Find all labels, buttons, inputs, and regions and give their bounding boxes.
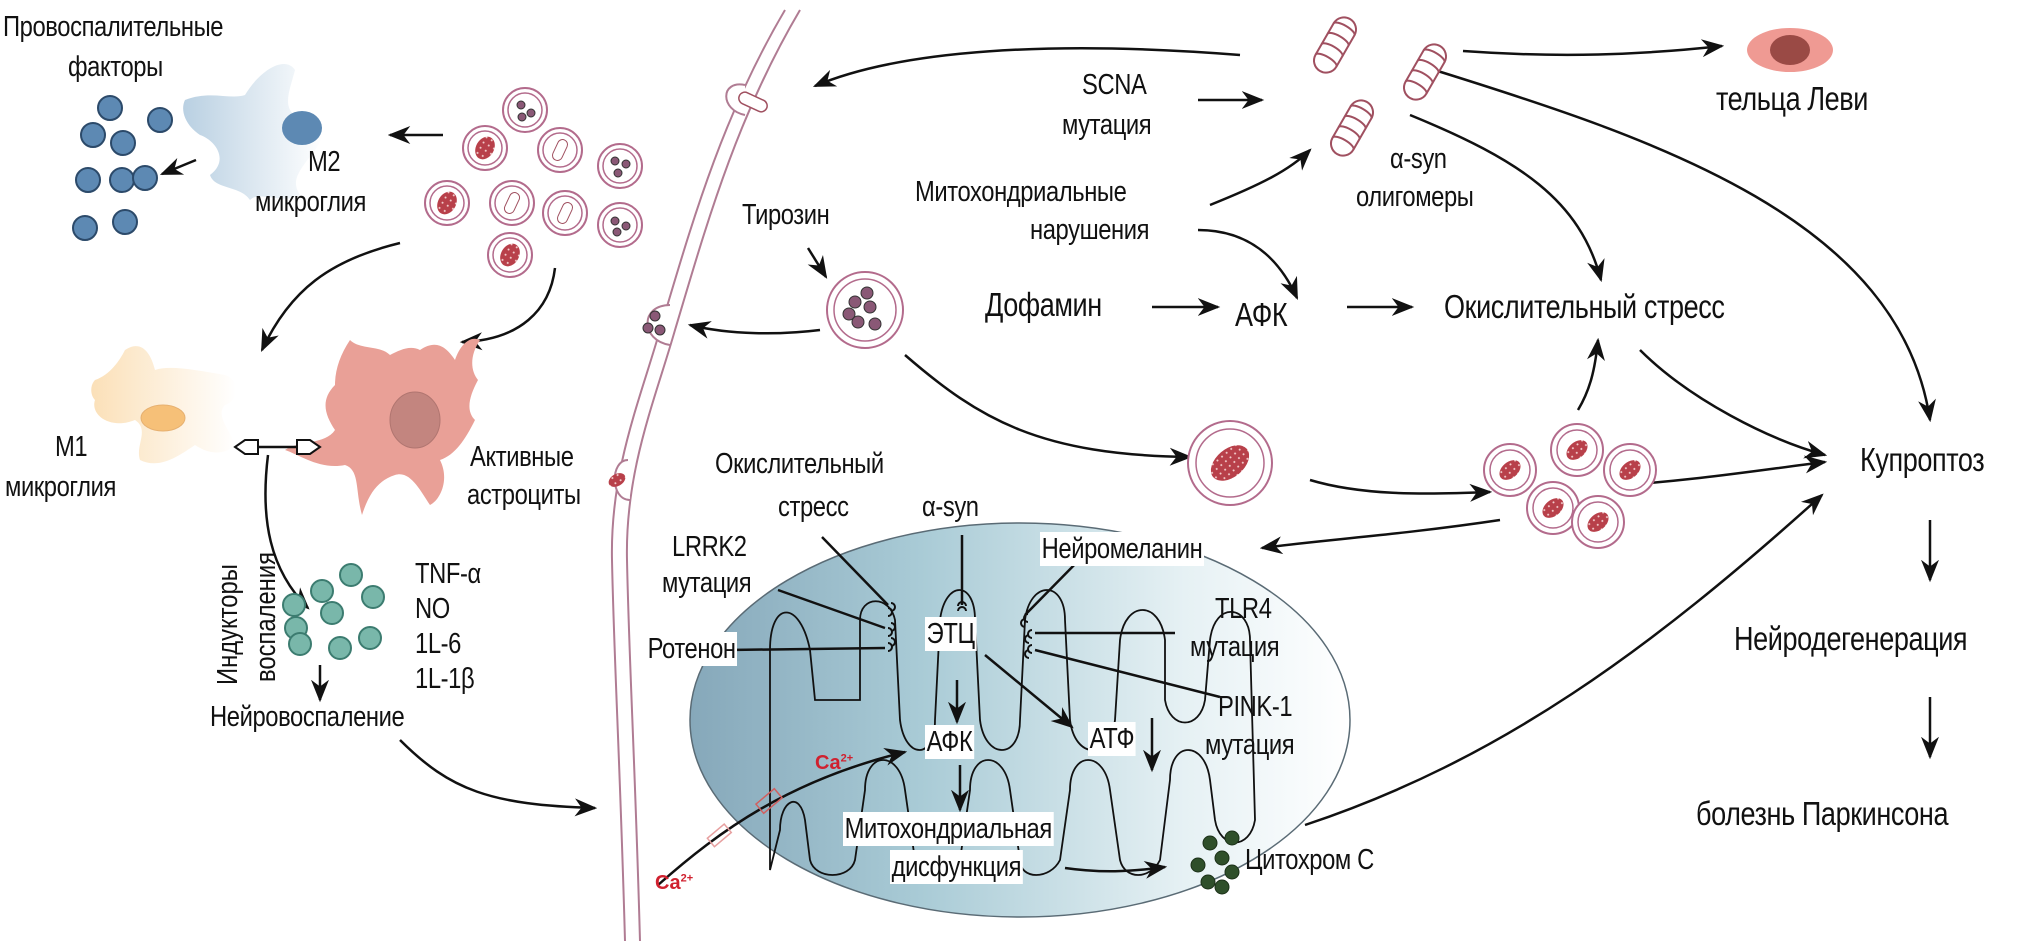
asyn-mito-label: α-syn [922, 491, 979, 523]
arrow-vesicles-to-m1 [260, 241, 401, 353]
tyrosine-label: Тирозин [742, 199, 830, 231]
proinflammatory-factors-label: Провоспалительные [3, 11, 224, 43]
oxidative-stress-label: Окислительный стресс [1444, 288, 1725, 325]
inducers-label: Индукторы [212, 564, 244, 685]
arrow-neuroinflammation-to-membrane [399, 739, 598, 817]
arrow-cytochrome-to-cuproptosis [1304, 493, 1824, 827]
cytokine-il6: 1L-6 [415, 628, 461, 660]
arrow-cluster-to-neuromelanin [1259, 518, 1501, 555]
membrane-dopamine-vesicle-icon [642, 310, 666, 336]
calcium-channel-outer [706, 823, 733, 848]
arrow-mito-disorders-to-oligomers [1209, 148, 1312, 207]
arrow-vesicle-to-mito-vesicle [904, 354, 1193, 466]
m2-label: M2 [308, 146, 341, 178]
membrane-oligomer-icon [738, 91, 768, 113]
vesicle-cluster-right [1483, 423, 1657, 549]
arrow-oligomers-to-oxstress [1409, 113, 1605, 283]
m2-label-2: микроглия [255, 186, 366, 218]
ros-label-top: АФК [1235, 296, 1288, 333]
lrrk2-label: LRRK2 [672, 531, 747, 563]
proinflammatory-factor-dots [72, 95, 173, 241]
parkinsons-label: болезнь Паркинсона [1696, 795, 1949, 832]
tlr4-label: TLR4 [1215, 593, 1272, 625]
line-rotenone-to-etc [727, 646, 886, 652]
vesicle-cluster-top [424, 87, 643, 278]
arrow-oligomers-to-cuproptosis [1427, 66, 1936, 423]
neuromelanin-label: Нейромеланин [1040, 532, 1204, 566]
inducers-label-2: воспаления [250, 552, 282, 682]
calcium-channel-inner [754, 787, 784, 815]
arrow-mito-disorders-to-ros [1197, 228, 1299, 301]
calcium-label-outer: Ca2+ [655, 872, 693, 895]
mitochondrion-vesicle-icon [1187, 420, 1273, 506]
arrow-vesicle-to-membrane [687, 321, 821, 339]
etc-label: ЭТЦ [925, 617, 977, 651]
mito-disorders-label-2: нарушения [1030, 214, 1150, 246]
dopamine-label: Дофамин [985, 286, 1102, 323]
arrow-oligomers-to-lewy [1462, 39, 1725, 58]
arrow-calcium-influx [657, 748, 908, 886]
line-lrrk2-to-etc [777, 588, 886, 630]
tlr4-label-2: мутация [1190, 631, 1280, 663]
astrocyte-nucleus [389, 391, 441, 449]
cuproptosis-label: Купроптоз [1860, 441, 1985, 478]
ros-mito-label: АФК [925, 725, 975, 759]
line-oxstress-to-etc [821, 536, 889, 606]
cytochrome-c-label: Цитохром С [1245, 844, 1374, 876]
asyn-oligomers-label-2: олигомеры [1356, 181, 1474, 213]
asyn-oligomer-icons [1313, 16, 1447, 157]
cytokine-il1b: 1L-1β [415, 663, 475, 695]
neurodegeneration-label: Нейродегенерация [1734, 620, 1968, 657]
ox-stress-mito-label-2: стресс [778, 491, 849, 523]
etc-receptor-icons [887, 601, 1033, 659]
mito-dysfunction-label: Митохондриальная [843, 812, 1054, 846]
cytokine-tnf: TNF-α [415, 558, 481, 590]
calcium-charge: 2+ [840, 752, 854, 765]
lrrk2-label-2: мутация [662, 567, 752, 599]
arrow-dysfunction-to-cytochrome [1064, 860, 1168, 879]
astrocytes-label-2: астроциты [467, 479, 581, 511]
scna-label-2: мутация [1062, 109, 1152, 141]
arrow-cluster-to-oxstress [1576, 337, 1605, 411]
lewy-body-icon [1747, 28, 1833, 72]
m2-microglia-cell [183, 64, 324, 200]
arrow-oligomers-to-membrane [812, 47, 1241, 88]
astrocyte-cell [285, 338, 480, 515]
calcium-symbol: Ca [655, 872, 681, 894]
scna-label: SCNA [1082, 69, 1147, 101]
inflammation-inducer-dots [282, 563, 385, 660]
proinflammatory-factors-label-2: факторы [68, 51, 163, 83]
membrane-mito-icon [608, 473, 626, 487]
arrow-etc-to-atp [984, 654, 1074, 729]
m1-label: M1 [55, 431, 88, 463]
atp-label: АТФ [1088, 722, 1136, 756]
mito-disorders-label: Митохондриальные [915, 176, 1127, 208]
pink1-label-2: мутация [1205, 729, 1295, 761]
cytokine-no: NO [415, 593, 450, 625]
rotenone-label: Ротенон [646, 632, 738, 666]
neuroinflammation-label: Нейровоспаление [210, 701, 405, 733]
line-pink1-to-etc [1034, 648, 1221, 699]
lewy-bodies-label: тельца Леви [1716, 80, 1868, 117]
cytochrome-c-dots [1190, 830, 1240, 895]
tyrosine-vesicle-icon [826, 271, 904, 349]
arrow-oxstress-to-cuproptosis [1639, 349, 1828, 459]
asyn-oligomers-label: α-syn [1390, 143, 1447, 175]
m2-nucleus [282, 111, 322, 145]
arrow-tyrosine-to-vesicle [806, 247, 828, 279]
pink1-label: PINK-1 [1218, 691, 1293, 723]
arrow-mito-vesicle-to-cluster [1309, 478, 1493, 502]
arrow-m2-to-factors [159, 157, 197, 176]
m1-nucleus [140, 404, 186, 432]
astrocytes-label: Активные [470, 441, 574, 473]
arrow-vesicles-to-astrocytes [459, 267, 557, 351]
calcium-symbol: Ca [815, 752, 841, 774]
m1-label-2: микроглия [5, 471, 116, 503]
mito-dysfunction-label-2: дисфункция [890, 850, 1023, 884]
double-arrow-m1-astrocytes [233, 439, 322, 455]
ox-stress-mito-label: Окислительный [715, 448, 884, 480]
calcium-charge: 2+ [680, 872, 694, 885]
calcium-label-inner: Ca2+ [815, 752, 853, 775]
